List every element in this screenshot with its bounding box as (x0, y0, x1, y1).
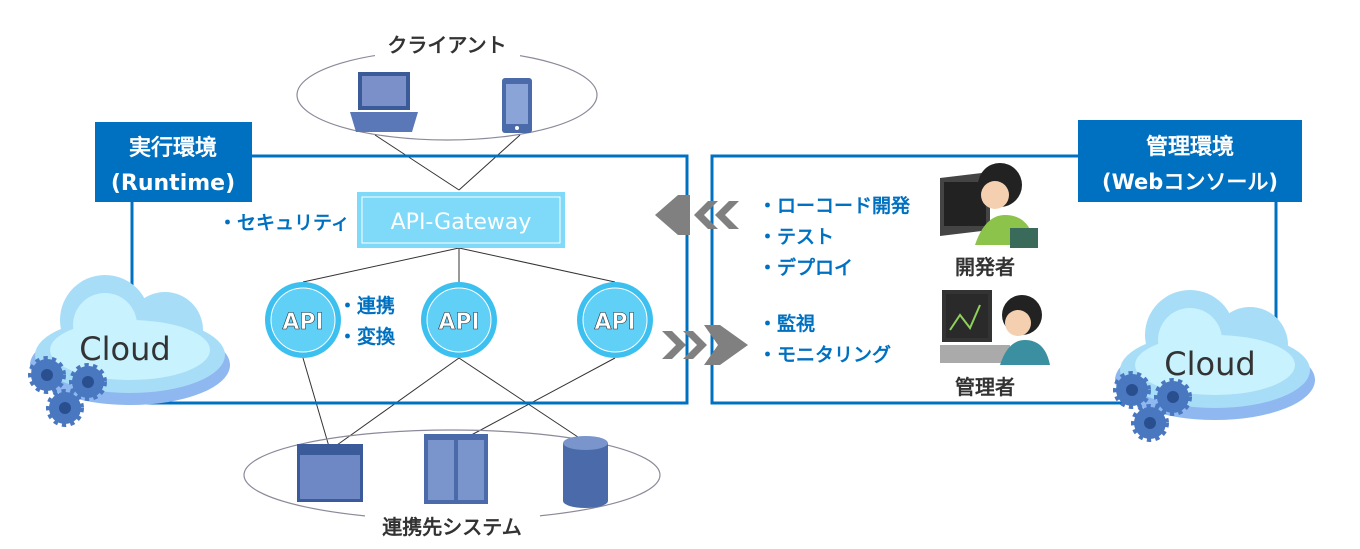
api-gateway (357, 192, 565, 248)
management-label-box (1078, 120, 1302, 202)
runtime-label: 実行環境 (129, 135, 217, 161)
laptop-icon (350, 72, 418, 132)
client-title: クライアント (387, 33, 506, 57)
cloud-label: Cloud (79, 330, 170, 368)
integration-systems: 連携先システム (243, 429, 661, 540)
connection-lines (302, 134, 616, 451)
api-node: API (577, 282, 653, 358)
tablet-icon (502, 78, 532, 133)
api-label: API (594, 310, 635, 335)
dev-item: ・デプロイ (758, 256, 853, 279)
dev-item: ・テスト (758, 226, 834, 248)
cloud-icon: Cloud (1115, 290, 1315, 439)
systems-title: 連携先システム (382, 515, 521, 539)
client-ellipse (296, 49, 598, 141)
admin-item: ・監視 (758, 312, 815, 335)
database-icon (563, 436, 608, 508)
management-label: 管理環境 (1146, 134, 1234, 160)
developer-label: 開発者 (955, 255, 1015, 279)
admin-item: ・モニタリング (758, 343, 891, 366)
runtime-environment: 実行環境 (Runtime) API-Gateway ・セキュリティ API A… (95, 122, 689, 405)
runtime-label-box (95, 122, 252, 202)
cloud-icon: Cloud (30, 275, 230, 424)
admin-label: 管理者 (955, 375, 1015, 399)
management-label-sub: (Webコンソール) (1102, 170, 1278, 194)
dev-item: ・ローコード開発 (758, 194, 911, 217)
client-group: クライアント (296, 32, 598, 141)
api-node: API (421, 282, 497, 358)
api-label: API (438, 310, 479, 335)
api-gateway-label: API-Gateway (391, 210, 532, 235)
monitor-arrow-right (662, 325, 748, 365)
management-environment: 管理環境 (Webコンソール) ・ローコード開発 ・テスト ・デプロイ ・監視 … (710, 120, 1302, 405)
security-note: ・セキュリティ (218, 212, 350, 234)
runtime-label-sub: (Runtime) (111, 171, 235, 196)
transform-note: ・変換 (338, 325, 396, 348)
api-node: API (265, 282, 341, 358)
deploy-arrow-left (655, 195, 739, 235)
cloud-label: Cloud (1164, 345, 1255, 383)
developer-illustration (940, 163, 1038, 248)
admin-illustration (940, 290, 1050, 365)
storage-array-icon (297, 444, 363, 502)
integration-note: ・連携 (338, 294, 395, 317)
server-rack-icon (424, 434, 488, 504)
api-label: API (282, 310, 323, 335)
